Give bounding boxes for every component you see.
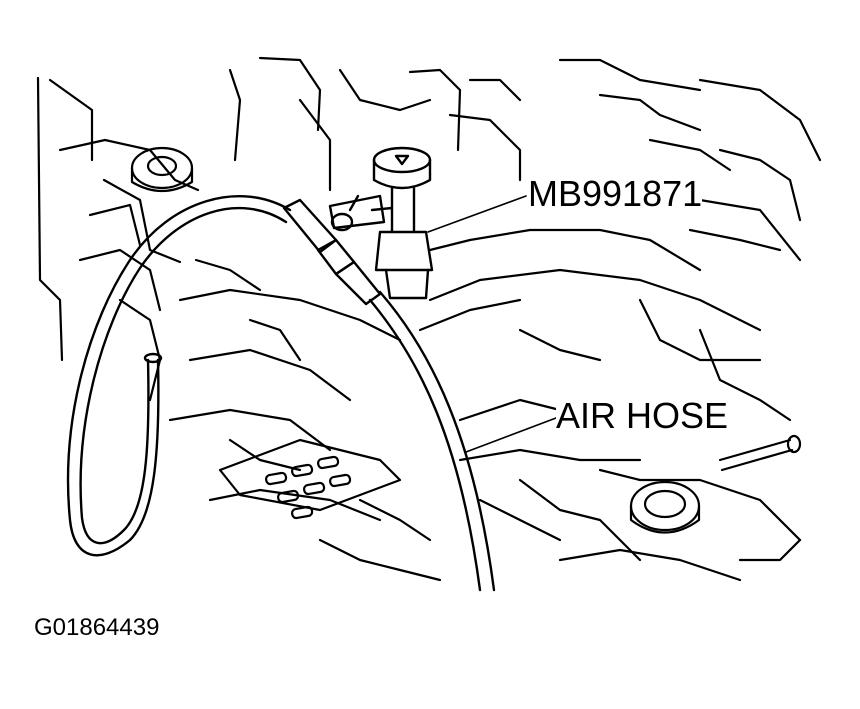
- leader-lines: [427, 195, 557, 453]
- engine-bay-background: [36, 56, 822, 582]
- air-hose: [66, 195, 496, 592]
- hose-coupling: [282, 198, 382, 306]
- grommet-upper-left: [130, 146, 194, 192]
- figure-id: G01864439: [34, 614, 160, 641]
- hose-stub-right: [718, 434, 802, 472]
- mount-lower-right: [629, 480, 701, 534]
- air-hose-label: AIR HOSE: [556, 395, 729, 436]
- tool-label: MB991871: [528, 173, 703, 214]
- slotted-plate: [218, 438, 402, 520]
- mb991871-tool: [328, 146, 434, 300]
